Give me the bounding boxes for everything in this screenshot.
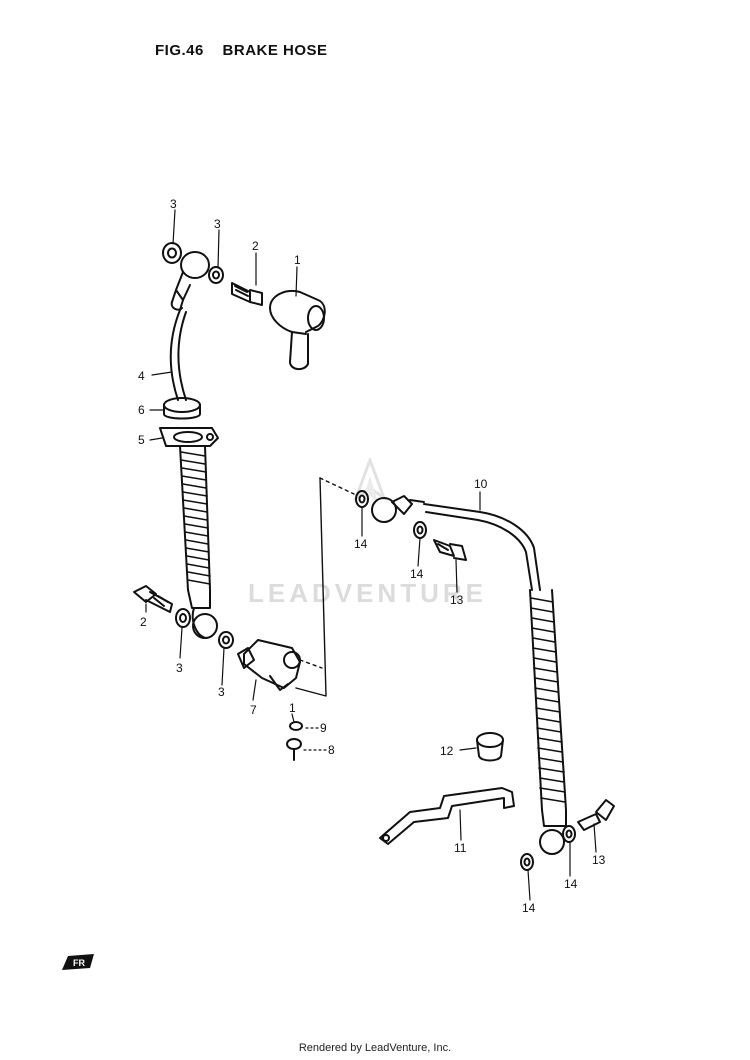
union-bolt-icon [231, 282, 263, 306]
callout-label: 14 [522, 901, 536, 915]
callout-label: 1 [294, 253, 301, 267]
washer-icon [162, 242, 182, 264]
callout-label: 2 [252, 239, 259, 253]
washer-icon [289, 721, 303, 731]
figure-number: FIG.46 [155, 42, 204, 59]
washer-icon [520, 853, 534, 871]
washer-icon [355, 490, 369, 508]
hose-bracket-icon [379, 787, 515, 845]
callout-label: 8 [328, 743, 335, 757]
brake-pipe-icon [423, 503, 541, 591]
callout-label: 9 [320, 721, 327, 735]
footer-credit: Rendered by LeadVenture, Inc. [298, 1042, 452, 1054]
washer-icon [413, 521, 427, 539]
callout-label: 10 [474, 477, 488, 491]
grommet-icon [163, 397, 201, 420]
guide-line [319, 477, 355, 495]
guide-line [299, 659, 323, 669]
bleeder-cap-icon [269, 290, 326, 370]
callout-label: 13 [592, 853, 606, 867]
washer-icon [208, 266, 224, 284]
banjo-fitting-icon [371, 495, 425, 523]
callout-label: 5 [138, 433, 145, 447]
callout-label: 6 [138, 403, 145, 417]
leader-lines [145, 209, 597, 901]
callout-label: 13 [450, 593, 464, 607]
guide-line [295, 477, 327, 697]
banjo-fitting-icon [539, 809, 567, 855]
union-bolt-icon [133, 585, 173, 613]
front-direction-label: FR [73, 958, 85, 968]
three-way-joint-icon [237, 639, 301, 691]
hose-clamp-icon [159, 427, 219, 447]
callout-label: 12 [440, 744, 454, 758]
figure-name: BRAKE HOSE [222, 42, 328, 59]
brake-pipe-icon [177, 311, 187, 401]
banjo-fitting-icon [187, 589, 218, 639]
union-bolt-icon [577, 799, 615, 831]
banjo-fitting-icon [170, 251, 210, 311]
callout-label: 11 [454, 841, 467, 855]
watermark-logo-icon [350, 455, 390, 523]
callout-label: 4 [138, 369, 145, 383]
callout-label: 3 [214, 217, 221, 231]
hose-braid-pattern [530, 597, 566, 803]
callout-label: 14 [564, 877, 578, 891]
grommet-icon [476, 732, 504, 762]
brake-hose-icon [529, 589, 567, 811]
washer-icon [175, 608, 191, 628]
brake-pipe-icon [425, 511, 533, 591]
watermark-text: LEADVENTURE [248, 578, 488, 608]
washer-icon [218, 631, 234, 649]
brake-pipe-icon [169, 309, 181, 401]
callout-label: 3 [170, 197, 177, 211]
brake-hose-icon [179, 445, 211, 591]
callout-label: 14 [410, 567, 424, 581]
callout-label: 14 [354, 537, 368, 551]
callout-label: 2 [140, 615, 147, 629]
hose-braid-pattern [180, 451, 211, 585]
washer-icon [562, 825, 576, 843]
callout-label: 3 [176, 661, 183, 675]
callout-label: 1 [289, 701, 296, 715]
union-bolt-icon [433, 539, 467, 561]
screw-icon [286, 738, 302, 761]
callout-label: 3 [218, 685, 225, 699]
figure-title: FIG.46 BRAKE HOSE [155, 42, 342, 59]
callout-label: 7 [250, 703, 257, 717]
front-direction-badge: FR [60, 952, 96, 972]
